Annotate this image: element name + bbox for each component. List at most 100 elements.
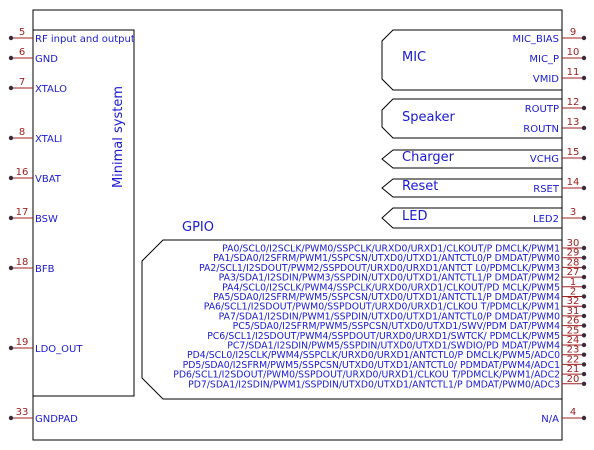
pin-dot bbox=[581, 55, 587, 61]
pin-dot bbox=[581, 284, 587, 289]
pin-label: GNDPAD bbox=[35, 414, 78, 425]
pin-number: 4 bbox=[570, 407, 576, 418]
gpio-pin-label: PD4/SCL0/I2SCLK/PWM4/SSPCLK/URXD0/URXD1/… bbox=[187, 350, 560, 361]
gpio-pin-label: PC6/SCL1/I2SDOUT/PWM4/SSPDOUT/URXD0/URXD… bbox=[207, 331, 560, 342]
pin-number: 16 bbox=[16, 167, 29, 178]
gpio-pin-label: PC7/SDA1/I2SDIN/PWM5/SSPDIN/UTXD0/UTXD1/… bbox=[227, 341, 560, 352]
pin-label: BFB bbox=[35, 264, 55, 275]
pin-number: 3 bbox=[570, 207, 576, 218]
gpio-pin-label: PA0/SCL0/I2SCLK/PWM0/SSPCLK/URXD0/URXD1/… bbox=[222, 244, 560, 255]
block-label-charger: Charger bbox=[402, 150, 455, 165]
pin-label: MIC_BIAS bbox=[512, 34, 559, 45]
pin-dot bbox=[581, 35, 587, 41]
block-label-speaker: Speaker bbox=[402, 110, 456, 125]
pin-dot bbox=[581, 381, 587, 386]
gpio-pin-label: PC5/SDA0/I2SFRM/PWM5/SSPCSN/UTXD0/UTXD1/… bbox=[233, 321, 560, 332]
pin-number: 1 bbox=[570, 277, 576, 288]
pin-number: 13 bbox=[567, 117, 580, 128]
pin-number: 14 bbox=[567, 177, 580, 188]
pin-dot bbox=[581, 342, 587, 348]
pin-number: 23 bbox=[567, 345, 580, 356]
pin-number: 25 bbox=[567, 325, 580, 336]
pin-number: 2 bbox=[570, 287, 576, 298]
pin-dot bbox=[581, 274, 587, 280]
pin-label: VCHG bbox=[530, 154, 559, 165]
pin-dot bbox=[8, 175, 14, 181]
pin-label: VMID bbox=[533, 74, 559, 85]
gpio-pin-label: PA3/SDA1/I2SDIN/PWM3/SSPDIN/UTXD0/UTXD1/… bbox=[219, 273, 560, 284]
pin-number: 24 bbox=[567, 335, 580, 346]
pin-number: 18 bbox=[16, 257, 29, 268]
block-label-mic: MIC bbox=[402, 50, 426, 65]
charger-block bbox=[381, 149, 562, 169]
pin-number: 29 bbox=[567, 248, 580, 259]
pin-number: 32 bbox=[567, 296, 580, 307]
pin-number: 22 bbox=[567, 354, 580, 365]
pin-label: LED2 bbox=[533, 214, 559, 225]
reset-block bbox=[381, 178, 562, 198]
led-block bbox=[381, 207, 562, 229]
block-label-reset: Reset bbox=[402, 179, 438, 194]
pin-number: 8 bbox=[19, 127, 25, 138]
pin-dot bbox=[581, 245, 587, 251]
gpio-title: GPIO bbox=[182, 220, 214, 235]
pin-number: 33 bbox=[16, 407, 29, 418]
gpio-pin-label: PA5/SDA0/I2SFRM/PWM5/SSPCSN/UTXD0/UTXD1/… bbox=[213, 292, 560, 303]
block-label-led: LED bbox=[402, 209, 427, 224]
pin-number: 7 bbox=[19, 77, 25, 88]
pin-dot bbox=[8, 85, 14, 91]
pin-number: 21 bbox=[567, 364, 580, 375]
pin-number: 11 bbox=[567, 67, 580, 78]
gpio-pin-label: PA4/SCL0/I2SCLK/PWM4/SSPCLK/URXD0/URXD1/… bbox=[222, 282, 560, 293]
pin-dot bbox=[581, 323, 587, 328]
pin-number: 10 bbox=[567, 47, 580, 58]
pin-dot bbox=[581, 125, 587, 131]
pin-label: RF input and output bbox=[35, 34, 135, 45]
pin-label: XTALO bbox=[35, 84, 67, 95]
pin-label: BSW bbox=[35, 214, 58, 225]
pin-dot bbox=[581, 185, 587, 191]
gpio-pin-label: PD5/SDA0/I2SFRM/PWM5/SSPCSN/UTXD0/UTXD1/… bbox=[183, 360, 560, 371]
pin-number: 26 bbox=[567, 316, 580, 327]
pin-label: RSET bbox=[533, 184, 560, 195]
pin-label: VBAT bbox=[35, 174, 62, 185]
pin-number: 30 bbox=[567, 238, 580, 249]
gpio-pin-label: PA2/SCL1/I2SDOUT/PWM2/SSPDOUT/URXD0/URXD… bbox=[199, 263, 560, 274]
pin-number: 6 bbox=[19, 47, 25, 58]
gpio-block bbox=[141, 239, 562, 400]
pin-dot bbox=[8, 215, 14, 221]
pin-label: GND bbox=[35, 54, 58, 65]
pin-label: ROUTP bbox=[525, 104, 559, 115]
mic-block bbox=[381, 29, 562, 91]
pin-label: LDO_OUT bbox=[35, 344, 83, 355]
pin-dot bbox=[8, 35, 14, 41]
pin-dot bbox=[581, 294, 587, 299]
pin-dot bbox=[581, 75, 587, 81]
pin-label: ROUTN bbox=[523, 124, 559, 135]
pin-number: 31 bbox=[567, 306, 580, 317]
pin-dot bbox=[8, 415, 14, 421]
pin-label: MIC_P bbox=[529, 54, 559, 65]
pin-dot bbox=[581, 255, 587, 260]
gpio-pin-label: PA1/SDA0/I2SFRM/PWM1/SSPCSN/UTXD0/UTXD1/… bbox=[213, 253, 560, 264]
pin-number: 12 bbox=[567, 97, 580, 108]
pin-dot bbox=[581, 415, 587, 421]
pin-dot bbox=[581, 105, 587, 111]
gpio-pin-label: PA7/SDA1/I2SDIN/PWM1/SSPDIN/UTXD0/UTXD1/… bbox=[219, 311, 560, 322]
pin-dot bbox=[581, 362, 587, 367]
pin-dot bbox=[581, 304, 587, 309]
gpio-pin-label: PD7/SDA1/I2SDIN/PWM1/SSPDIN/UTXD0/UTXD1/… bbox=[188, 379, 560, 390]
minimal-system-label: Minimal system bbox=[111, 86, 126, 188]
gpio-pin-label: PD6/SCL1/I2SDOUT/PWM0/SSPDOUT/URXD0/URXD… bbox=[173, 370, 560, 381]
pin-dot bbox=[8, 55, 14, 61]
pin-label: XTALI bbox=[35, 134, 62, 145]
pin-dot bbox=[581, 313, 587, 319]
pin-dot bbox=[581, 155, 587, 161]
pin-dot bbox=[8, 265, 14, 271]
pin-number: 15 bbox=[567, 147, 580, 158]
pin-dot bbox=[581, 265, 587, 270]
pin-number: 5 bbox=[19, 27, 25, 38]
pin-dot bbox=[8, 135, 14, 141]
pin-number: 9 bbox=[570, 27, 576, 38]
